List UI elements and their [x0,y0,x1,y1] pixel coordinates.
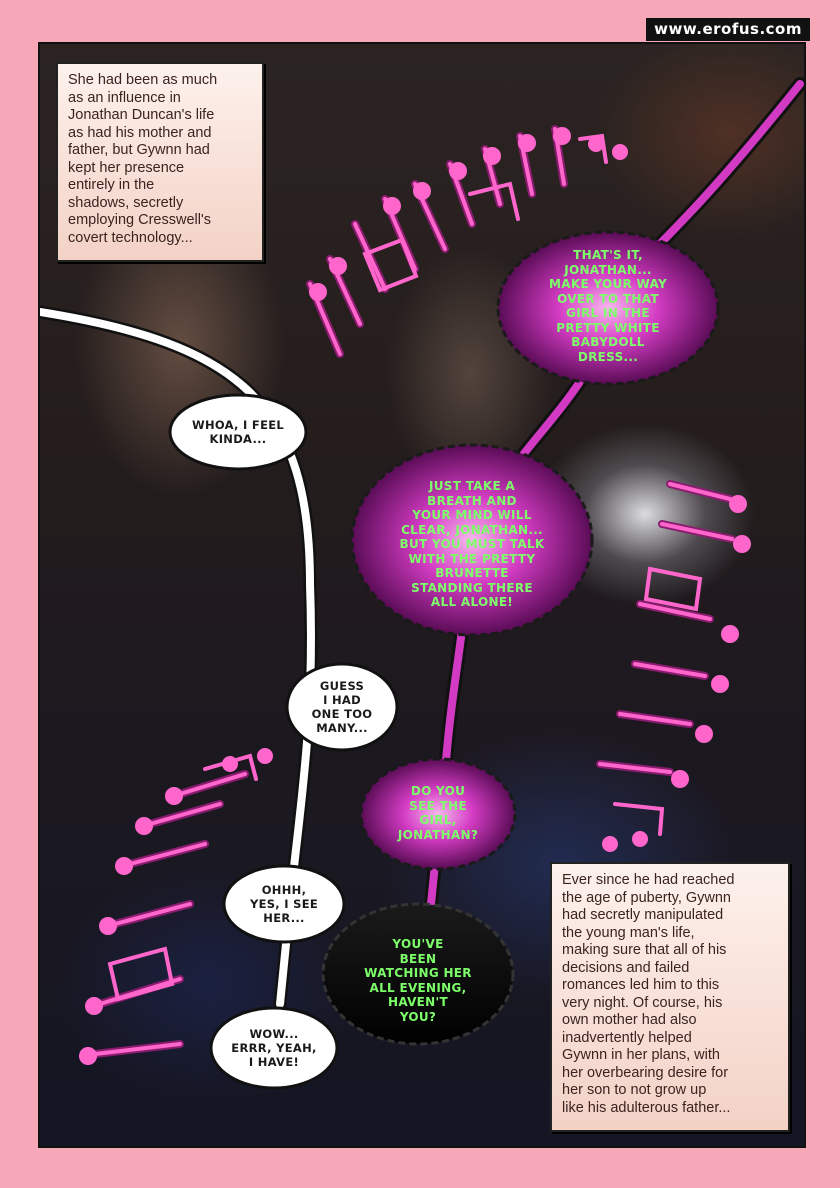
purple-bubble-3 [359,757,517,871]
music-notes-right [596,480,751,852]
purple-bubbles [321,230,720,1046]
purple-bubble-2 [350,443,594,637]
purple-bubble-1 [496,230,720,386]
music-notes-top [306,125,628,358]
white-bubble-text-2: GUESS I HAD ONE TOO MANY... [311,679,373,735]
white-bubble-text-1: WHOA, I FEEL KINDA... [191,418,285,446]
music-notes-left [79,748,273,1065]
purple-bubble-text-3: DO YOU SEE THE GIRL, JONATHAN? [397,784,479,842]
narration-text-top: She had been as much as an influence in … [68,72,218,246]
comic-panel: She had been as much as an influence in … [38,42,806,1148]
white-tail [40,305,318,1011]
purple-tail [423,77,804,921]
white-bubble-3 [222,864,346,944]
white-bubble-text-3: OHHH, YES, I SEE HER... [249,883,319,925]
white-bubble-2 [285,662,399,752]
purple-bubble-text-2: JUST TAKE A BREATH AND YOUR MIND WILL CL… [399,479,545,609]
white-bubbles [168,393,399,1090]
purple-bubble-4 [321,902,515,1046]
white-bubble-1 [168,393,308,471]
narration-caption-bottom: Ever since he had reached the age of pub… [550,862,790,1132]
narration-caption-top: She had been as much as an influence in … [56,62,264,262]
narration-text-bottom: Ever since he had reached the age of pub… [562,872,735,1116]
purple-bubble-text-1: THAT'S IT, JONATHAN... MAKE YOUR WAY OVE… [549,248,667,364]
white-bubble-text-4: WOW... ERRR, YEAH, I HAVE! [231,1027,317,1069]
watermark: www.erofus.com [646,18,810,41]
white-bubble-4 [209,1006,339,1090]
panel-art [40,77,804,1090]
purple-bubble-text-4: YOU'VE BEEN WATCHING HER ALL EVENING, HA… [364,937,472,1024]
